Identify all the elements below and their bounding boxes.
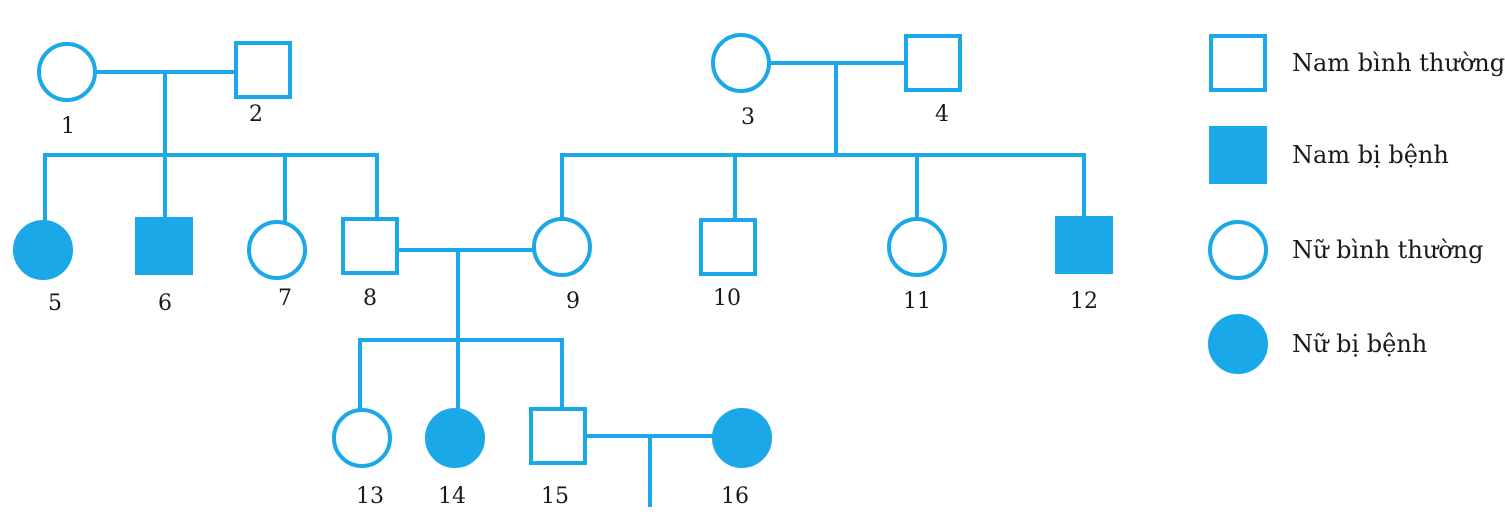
legend-affected-female-symbol xyxy=(1208,314,1268,374)
individual-label-9: 9 xyxy=(566,289,580,314)
individual-label-6: 6 xyxy=(158,291,172,316)
affected-female-5-symbol xyxy=(13,220,73,280)
unaffected-male-10-symbol xyxy=(699,218,757,276)
individual-label-16: 16 xyxy=(721,484,749,509)
individual-label-13: 13 xyxy=(356,484,384,509)
affected-female-16-symbol xyxy=(712,408,772,468)
affected-male-6-symbol xyxy=(135,217,193,275)
legend-affected-female-label: Nữ bị bệnh xyxy=(1292,330,1427,358)
pedigree-lines xyxy=(43,61,1086,507)
unaffected-female-11-symbol xyxy=(887,217,947,277)
legend-normal-male-symbol xyxy=(1209,34,1267,92)
individual-label-15: 15 xyxy=(541,484,569,509)
legend-normal-male-label: Nam bình thường xyxy=(1292,49,1505,77)
unaffected-male-2-symbol xyxy=(234,41,292,99)
unaffected-female-7-symbol xyxy=(247,220,307,280)
individual-label-5: 5 xyxy=(48,291,62,316)
pedigree-symbols xyxy=(13,33,1113,468)
individual-label-14: 14 xyxy=(438,484,466,509)
unaffected-male-15-symbol xyxy=(529,407,587,465)
individual-label-11: 11 xyxy=(903,289,931,314)
unaffected-male-4-symbol xyxy=(904,34,962,92)
individual-label-4: 4 xyxy=(935,102,949,127)
individual-label-1: 1 xyxy=(61,114,75,139)
legend-normal-female-label: Nữ bình thường xyxy=(1292,236,1484,264)
affected-female-14-symbol xyxy=(425,408,485,468)
unaffected-female-9-symbol xyxy=(532,217,592,277)
individual-label-7: 7 xyxy=(278,286,292,311)
unaffected-female-3-symbol xyxy=(711,33,771,93)
individual-label-2: 2 xyxy=(249,102,263,127)
individual-label-12: 12 xyxy=(1070,289,1098,314)
legend-affected-male-label: Nam bị bệnh xyxy=(1292,141,1449,169)
unaffected-female-13-symbol xyxy=(332,408,392,468)
unaffected-female-1-symbol xyxy=(37,42,97,102)
legend-normal-female-symbol xyxy=(1208,220,1268,280)
affected-male-12-symbol xyxy=(1055,216,1113,274)
unaffected-male-8-symbol xyxy=(341,217,399,275)
individual-label-10: 10 xyxy=(713,286,741,311)
legend-affected-male-symbol xyxy=(1209,126,1267,184)
individual-label-3: 3 xyxy=(741,105,755,130)
individual-label-8: 8 xyxy=(363,286,377,311)
